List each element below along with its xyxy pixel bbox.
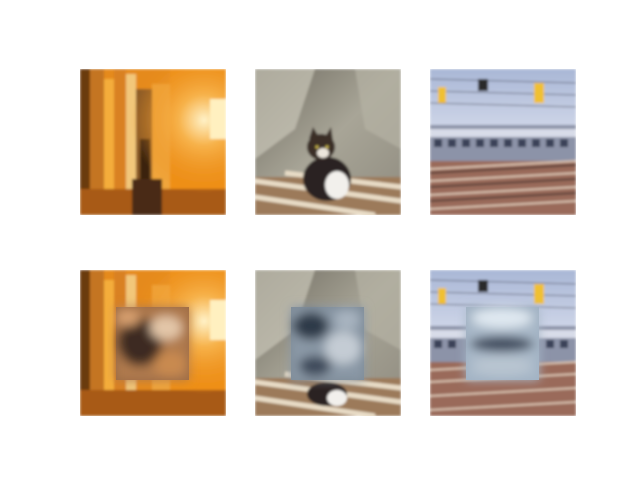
cat-inpainted-patch: [291, 307, 364, 380]
cat-masked-image: [255, 270, 401, 416]
hallway-masked-image: [80, 270, 226, 416]
hallway-original-image: [80, 69, 226, 215]
train-original-image: [430, 69, 576, 215]
hallway-inpainted-patch: [116, 307, 189, 380]
train-masked-image: [430, 270, 576, 416]
cat-original-image: [255, 69, 401, 215]
train-inpainted-patch: [466, 307, 539, 380]
